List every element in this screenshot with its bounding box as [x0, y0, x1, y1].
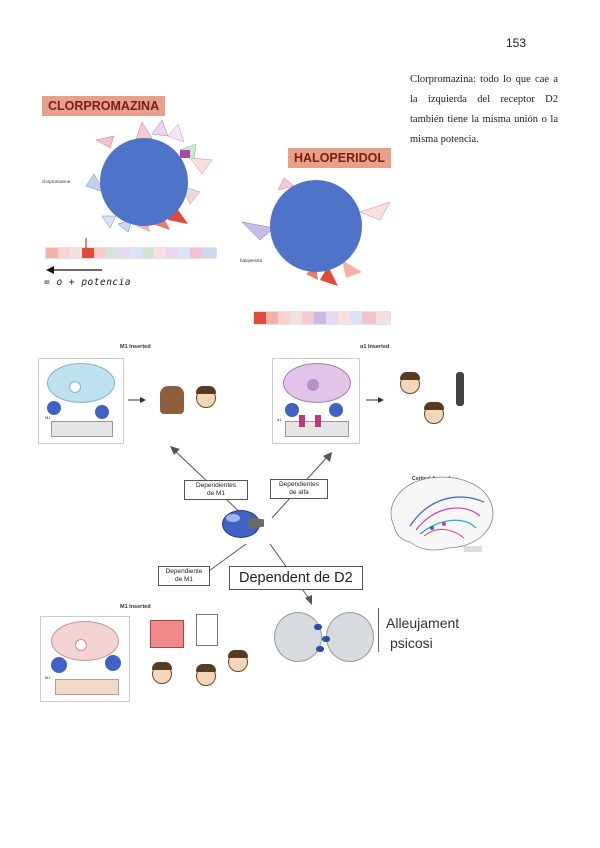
receptor-bar: [45, 238, 217, 259]
petal: [241, 221, 275, 241]
arrow-right: [366, 397, 384, 403]
alleujament-label: Alleujament: [386, 615, 460, 631]
synapse-diagram: [274, 608, 474, 662]
haloperidol-title: HALOPERIDOL: [288, 148, 391, 168]
m1-bottom-receptor-label: M1: [45, 675, 51, 680]
drowsy-face-icon: [424, 402, 444, 424]
petal: [151, 120, 169, 137]
m1-receptor-label: M1: [45, 415, 51, 420]
arrow-right: [128, 397, 146, 403]
page-number: 153: [506, 36, 527, 50]
m1-top-heading: M1 Inserted: [120, 344, 151, 350]
petal: [180, 150, 190, 158]
dependent-d2-box: Dependent de D2: [229, 566, 363, 590]
psicosi-label: psicosi: [390, 635, 433, 651]
petal: [95, 135, 115, 149]
m1-bottom-heading: M1 Inserted: [120, 604, 151, 610]
dizzy-face-icon: [400, 372, 420, 394]
m1-top-panel: M1: [38, 358, 124, 444]
dependientes-alfa-box: Dependientes de alfa: [270, 479, 328, 499]
petal: [85, 173, 105, 193]
petal: [359, 201, 391, 221]
petal: [277, 177, 295, 191]
face-icon: [196, 386, 216, 408]
haloperidol-circle: [270, 180, 362, 272]
memory-icon: [150, 620, 184, 648]
clorpromazina-title: CLORPROMAZINA: [42, 96, 166, 116]
haloperidol-binding-diagram: [241, 177, 391, 325]
a1-panel: α1: [272, 358, 360, 444]
dependientes-m1-box: Dependientes de M1: [184, 480, 248, 500]
clorpromazina-binding-diagram: [45, 120, 217, 274]
clorpromazina-circle-label: clorpromazine: [42, 179, 71, 184]
petal: [101, 215, 117, 229]
a1-receptor-label: α1: [277, 417, 282, 422]
face-icon: [152, 662, 172, 684]
eye-chart-icon: [196, 614, 218, 646]
receptor-bar: [253, 311, 391, 325]
petal: [320, 266, 338, 286]
petal: [189, 157, 213, 175]
drug-molecule-icon: [248, 517, 264, 529]
brain-diagram: [390, 476, 494, 552]
petal: [167, 123, 185, 143]
dependiente-m1-box: Dependiente de M1: [158, 566, 210, 586]
clorpromazina-note: Clorpromazina: todo lo que cae a la izqu…: [410, 74, 558, 145]
petal: [342, 260, 362, 278]
constipation-icon: [160, 386, 184, 414]
blood-pressure-icon: [456, 372, 464, 406]
clorpromazina-circle: [100, 138, 188, 226]
m1-bottom-panel: M1: [40, 616, 130, 702]
haloperidol-circle-label: haloperidol: [240, 258, 263, 263]
face-icon: [228, 650, 248, 672]
handwritten-potencia: = o + potencia: [44, 277, 132, 288]
face-icon: [196, 664, 216, 686]
a1-top-heading: α1 Inserted: [360, 344, 390, 350]
